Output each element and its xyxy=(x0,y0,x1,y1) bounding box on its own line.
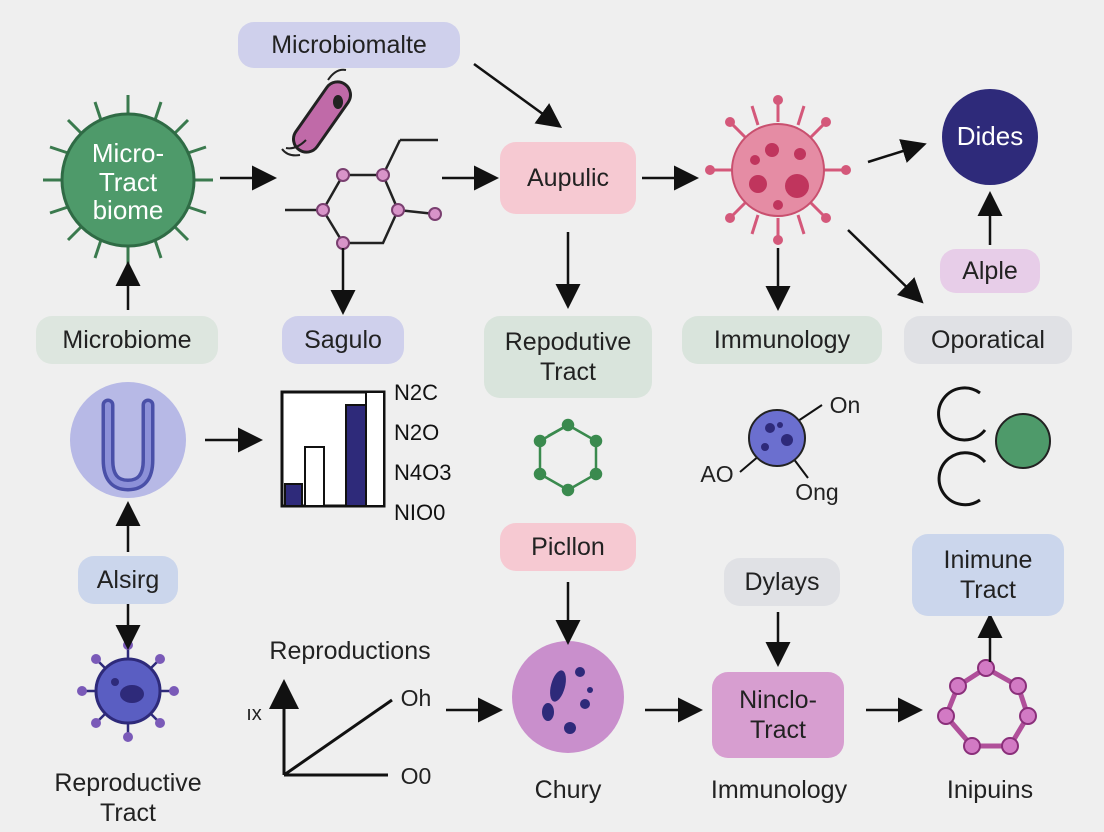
label-ong: Ong xyxy=(795,479,839,506)
label-ao: AO xyxy=(700,461,734,488)
label-immunology-bottom: Immunology xyxy=(710,776,848,804)
label-repodutive-tract: Repodutive Tract xyxy=(484,316,652,398)
label-picllon: Picllon xyxy=(500,523,636,571)
label-dides: Dides xyxy=(956,121,1024,152)
label-chury: Chury xyxy=(534,776,602,804)
dides-node-icon xyxy=(942,89,1038,185)
label-sagulo: Sagulo xyxy=(282,316,404,364)
chem-label: N2C xyxy=(394,380,439,405)
label-aupulic: Aupulic xyxy=(500,142,636,214)
label-on: On xyxy=(829,392,861,419)
molecule-structure-icon xyxy=(285,138,442,250)
label-ninclo-tract: Ninclo- Tract xyxy=(712,672,844,758)
label-reproductions: Reproductions xyxy=(269,637,431,665)
split-circle-icon xyxy=(937,386,1051,507)
label-inimune-tract: Inimune Tract xyxy=(912,534,1064,616)
label-oporatical: Oporatical xyxy=(904,316,1072,364)
label-microbiome: Microbiome xyxy=(36,316,218,364)
label-alsirg: Alsirg xyxy=(78,556,178,604)
magenta-hexagon-icon xyxy=(937,659,1037,755)
green-hexagon-icon xyxy=(533,418,603,497)
chem-label: N2O xyxy=(394,420,440,445)
chem-label: N4O3 xyxy=(394,460,452,485)
arrow xyxy=(847,229,924,304)
label-ix: ıx xyxy=(246,703,262,725)
label-inipuins: Inipuins xyxy=(946,776,1034,804)
immune-cell-icon xyxy=(739,404,823,479)
arrow xyxy=(867,139,927,164)
label-o-0: O0 xyxy=(400,763,432,790)
line-graph-icon xyxy=(269,679,393,777)
label-immunology-top: Immunology xyxy=(682,316,882,364)
label-reproductive-tract: Reproductive Tract xyxy=(54,769,202,827)
pink-virus-icon xyxy=(705,95,851,245)
label-microbiomalte: Microbiomalte xyxy=(238,22,460,68)
intestine-icon xyxy=(70,382,186,498)
chromosome-cell-icon xyxy=(512,641,624,753)
green-microbe-icon xyxy=(43,95,213,265)
label-o-h: Oh xyxy=(400,685,432,712)
bacterium-icon xyxy=(281,68,352,157)
label-alple: Alple xyxy=(940,249,1040,293)
purple-virus-icon xyxy=(77,640,179,742)
arrow xyxy=(473,62,563,128)
label-dylays: Dylays xyxy=(724,558,840,606)
bar-chart-icon xyxy=(280,390,386,508)
label-micro-tract-biome: Micro- Tract biome xyxy=(91,138,165,226)
arrows xyxy=(115,62,1003,723)
chem-label: NIO0 xyxy=(394,500,446,525)
